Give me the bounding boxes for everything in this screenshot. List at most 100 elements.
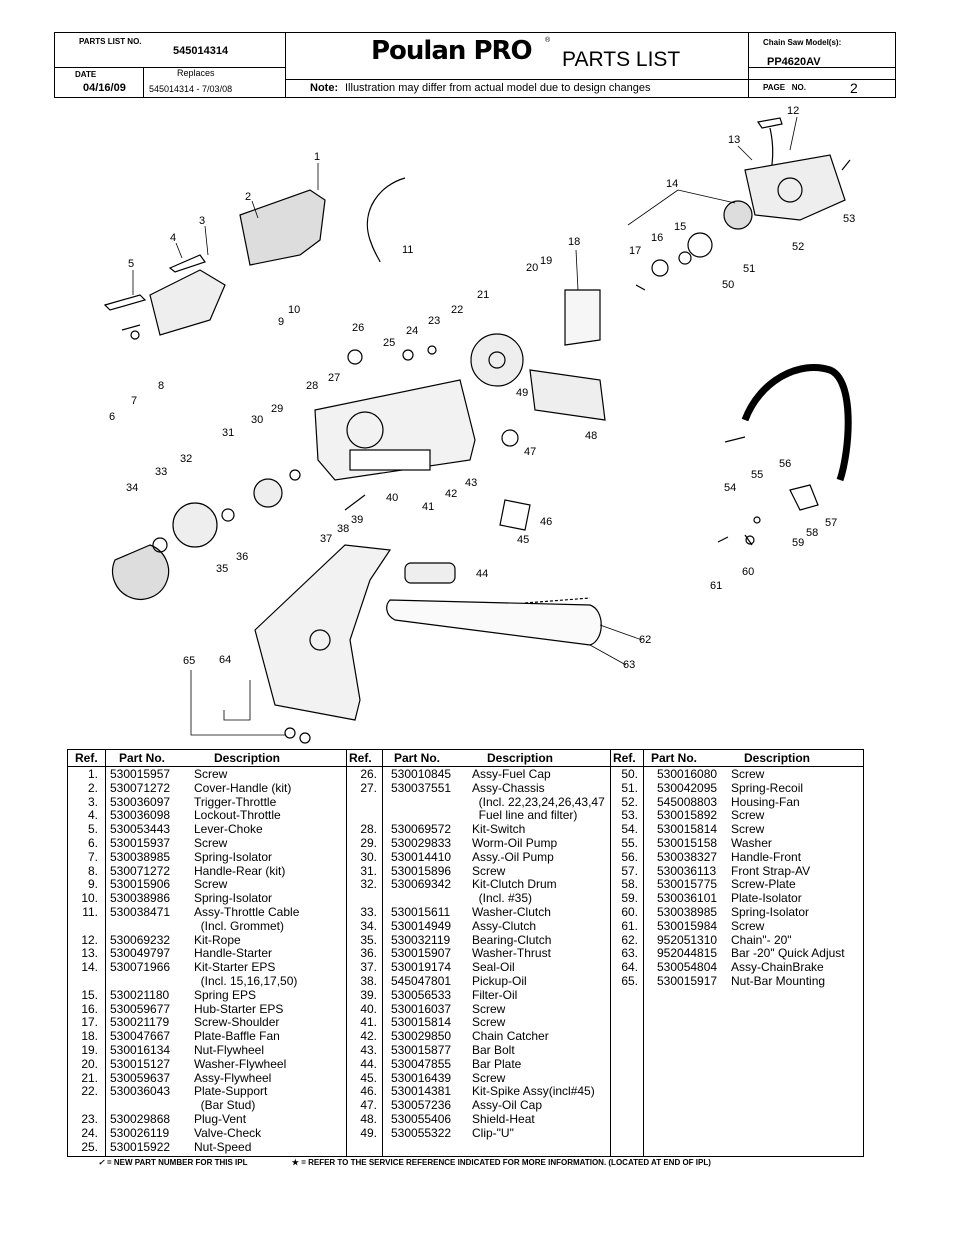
callout-34: 34 — [126, 482, 138, 494]
callout-20: 20 — [526, 262, 538, 274]
row-part-number: 530055322 — [391, 1125, 452, 1140]
page-no: 2 — [850, 80, 858, 96]
divider — [143, 67, 144, 97]
row-description: (Incl. #35) — [472, 891, 533, 906]
row-part-number: 530014949 — [391, 918, 452, 933]
row-description: Assy-Fuel Cap — [472, 767, 551, 781]
row-description: Washer-Thrust — [472, 946, 551, 961]
callout-24: 24 — [406, 325, 418, 337]
callout-25: 25 — [383, 337, 395, 349]
row-ref: 20. — [81, 1056, 98, 1071]
legend-footer: ✓ = NEW PART NUMBER FOR THIS IPL ★ = REF… — [98, 1158, 711, 1167]
row-ref: 35. — [360, 932, 377, 947]
callout-44: 44 — [476, 568, 488, 580]
row-description: Spring-Isolator — [194, 849, 273, 864]
callout-55: 55 — [751, 469, 763, 481]
row-description: Hub-Starter EPS — [194, 1001, 284, 1016]
row-description: (Incl. 22,23,24,26,43,47 — [472, 794, 605, 809]
flywheel-part — [470, 333, 524, 387]
row-ref: 17. — [81, 1015, 98, 1030]
row-ref — [68, 920, 98, 934]
callout-37: 37 — [320, 533, 332, 545]
row-ref: 55. — [621, 835, 638, 850]
callout-5: 5 — [128, 258, 134, 270]
row-description: Kit-Rope — [194, 932, 241, 947]
row-part-number: 530036043 — [110, 1084, 171, 1099]
row-description: Cover-Handle (kit) — [194, 780, 292, 795]
row-ref: 46. — [360, 1084, 377, 1099]
row-description: Screw — [731, 822, 765, 837]
row-ref — [348, 796, 377, 810]
row-part-number: 530019174 — [391, 960, 452, 975]
row-description: Screw — [472, 863, 506, 878]
callout-2: 2 — [245, 191, 251, 203]
col-divider — [105, 750, 106, 1156]
row-description: Kit-Switch — [472, 822, 526, 837]
chain-brake-part — [254, 544, 392, 721]
row-description: Assy-Throttle Cable — [194, 904, 300, 919]
row-ref: 23. — [81, 1111, 98, 1126]
brand-logo: Poulan PRO — [371, 36, 533, 66]
row-description: Screw — [731, 767, 765, 781]
divider — [55, 67, 285, 68]
callout-6: 6 — [109, 411, 115, 423]
col3-refs: 50.51.52.53.54.55.56.57.58.59.60.61.62.6… — [612, 767, 638, 989]
row-description: Kit-Spike Assy(incl#45) — [472, 1084, 595, 1099]
row-description: Screw — [472, 1070, 506, 1085]
row-part-number: 530016439 — [391, 1070, 452, 1085]
row-description: Screw — [194, 835, 228, 850]
row-description: Lockout-Throttle — [194, 808, 281, 823]
row-description: Screw — [194, 877, 228, 892]
page-title: PARTS LIST — [562, 48, 681, 71]
row-part-number: 530059677 — [110, 1001, 171, 1016]
note-label: Note: — [310, 82, 339, 94]
row-part-number: 530047855 — [391, 1056, 452, 1071]
row-ref: 39. — [360, 987, 377, 1002]
callout-48: 48 — [585, 430, 597, 442]
row-description: Screw — [731, 808, 765, 823]
callout-29: 29 — [271, 403, 283, 415]
col-divider — [382, 750, 383, 1156]
callout-35: 35 — [216, 563, 228, 575]
row-description: Filter-Oil — [472, 987, 518, 1002]
row-ref: 38. — [360, 973, 377, 988]
row-part-number: 530021179 — [110, 1015, 170, 1030]
row-description: Plug-Vent — [194, 1111, 247, 1126]
row-ref: 29. — [360, 835, 377, 850]
row-part-number: 530069342 — [391, 877, 452, 892]
row-description: Worm-Oil Pump — [472, 835, 558, 850]
row-ref: 5. — [87, 822, 98, 837]
callout-1: 1 — [314, 151, 320, 163]
row-ref: 9. — [87, 877, 98, 892]
row-ref: 31. — [360, 863, 377, 878]
callout-8: 8 — [158, 380, 164, 392]
row-ref: 53. — [621, 808, 638, 823]
row-part-number: 530038986 — [110, 891, 171, 906]
row-description: Plate-Baffle Fan — [194, 1029, 280, 1044]
replaces-label: Replaces — [177, 68, 215, 78]
callout-21: 21 — [477, 289, 489, 301]
row-ref: 36. — [360, 946, 377, 961]
row-ref: 56. — [621, 849, 638, 864]
row-part-number: 530014381 — [391, 1084, 452, 1099]
callout-13: 13 — [728, 134, 740, 146]
row-description: Nut-Bar Mounting — [731, 973, 826, 988]
row-ref: 49. — [360, 1125, 377, 1140]
callout-45: 45 — [517, 534, 529, 546]
fan-housing-part — [744, 154, 846, 221]
row-ref: 1. — [87, 767, 98, 781]
row-ref: 19. — [81, 1042, 98, 1057]
row-part-number: 530047667 — [110, 1029, 171, 1044]
callout-62: 62 — [639, 634, 651, 646]
row-part-number: 530071272 — [110, 863, 171, 878]
row-part-number: 530015892 — [657, 808, 718, 823]
row-ref: 14. — [81, 960, 98, 975]
callout-36: 36 — [236, 551, 248, 563]
callout-47: 47 — [524, 446, 536, 458]
cover-handle-part — [239, 189, 326, 266]
callout-49: 49 — [516, 387, 528, 399]
clutch-part — [112, 544, 170, 600]
